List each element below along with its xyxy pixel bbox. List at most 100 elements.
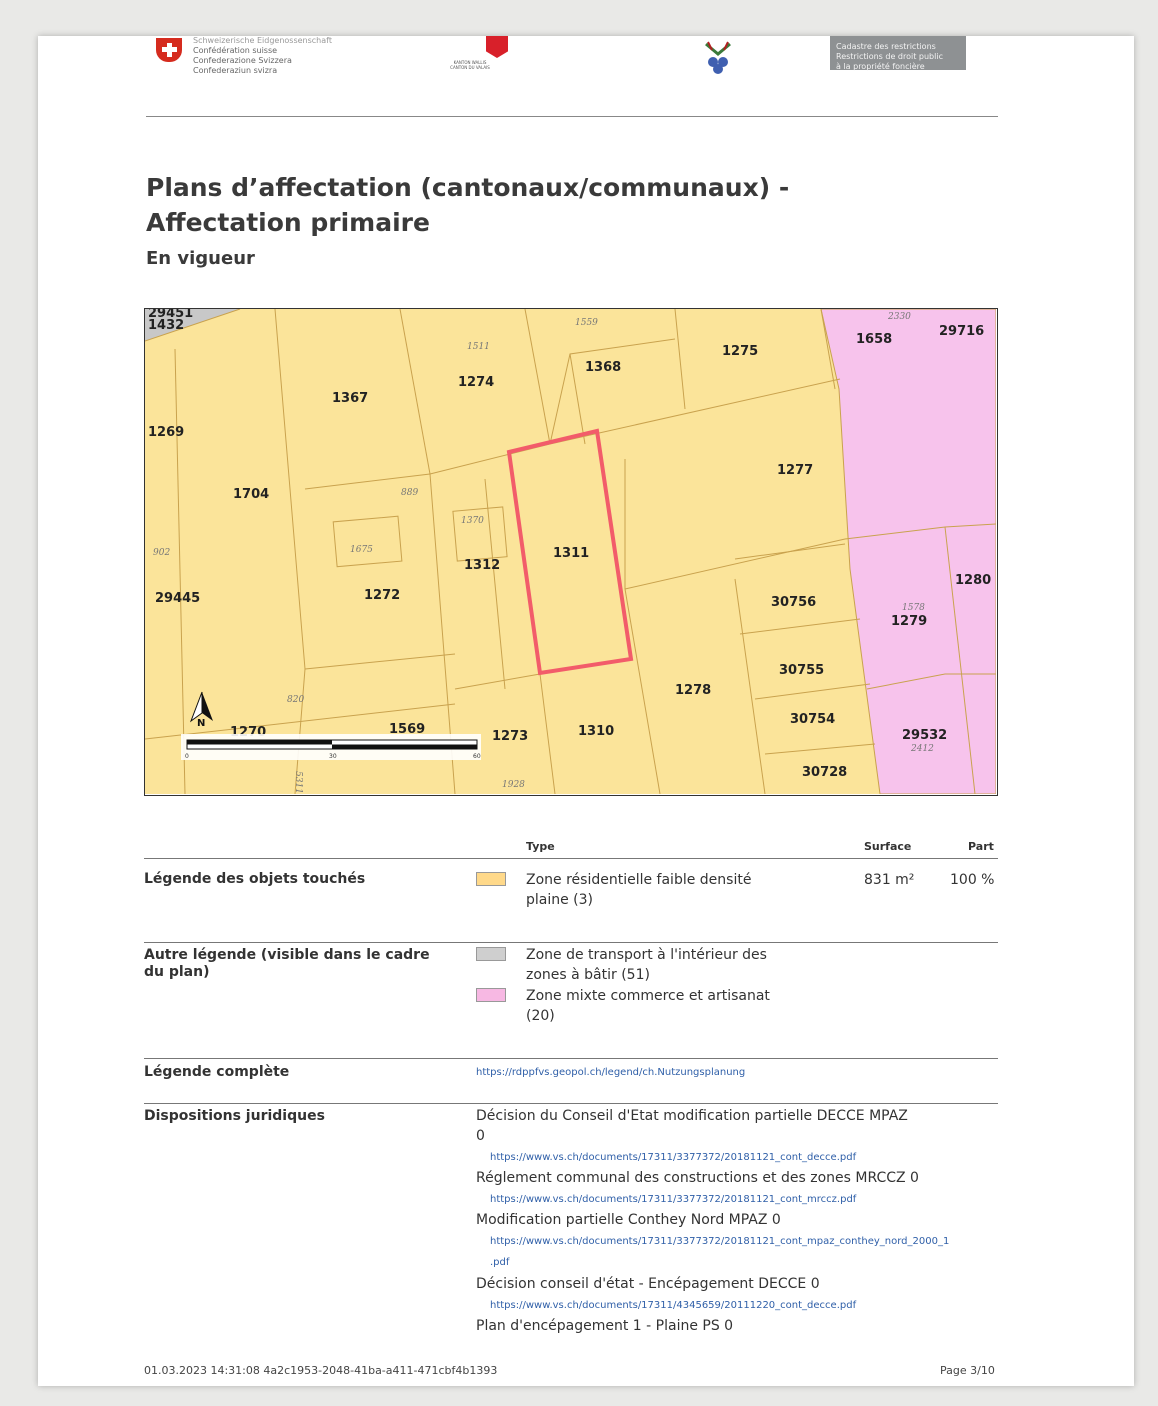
zoning-map[interactable]: .pl { stroke:#c9a24e; stroke-width:1; fi… [144,308,998,796]
complete-legend-link[interactable]: https://rdppfvs.geopol.ch/legend/ch.Nutz… [476,1067,746,1078]
north-arrow-icon: N [189,691,213,729]
building-number: 5311 [293,771,303,794]
parcel-lines [145,309,996,794]
commune-crest-icon [705,41,731,74]
swiss-flag-icon [156,38,182,62]
legal-link-3[interactable]: https://www.vs.ch/documents/17311/337737… [490,1236,950,1247]
parcel-number: 1280 [955,573,991,588]
parcel-number: 1272 [364,588,400,603]
legend-line: Zone mixte commerce et artisanat [526,988,770,1004]
title-line-1: Plans d’affectation (cantonaux/communaux… [146,173,790,202]
scale-label: 30 [329,753,337,760]
parcel-number: 29716 [939,324,984,339]
parcel-number: 1311 [553,546,589,561]
legend-line: zones à bâtir (51) [526,967,650,983]
parcel-number: 1310 [578,724,614,739]
legal-line: 0 [476,1128,485,1144]
legal-link-1[interactable]: https://www.vs.ch/documents/17311/337737… [490,1152,857,1163]
valais-logo-icon [486,36,508,58]
legal-item-4: Décision conseil d'état - Encépagement D… [476,1276,820,1292]
parcel-number: 30756 [771,595,816,610]
building-number: 1928 [502,780,525,790]
parcel-number: 1569 [389,722,425,737]
type-line: Zone résidentielle faible densité [526,872,752,888]
legal-item-5: Plan d'encépagement 1 - Plaine PS 0 [476,1318,734,1334]
confederation-text: Schweizerische Eidgenossenschaft Confédé… [193,36,332,76]
legal-provisions-label: Dispositions juridiques [144,1108,325,1124]
building-number: 902 [153,548,170,558]
scale-label: 0 [185,753,189,760]
legal-link-3-cont[interactable]: .pdf [490,1257,510,1268]
legal-item-2: Réglement communal des constructions et … [476,1170,919,1186]
building-number: 1511 [467,342,490,352]
parcel-number: 1274 [458,375,494,390]
canton-line: KANTON WALLIS [453,60,487,65]
mixed-zone [820,309,996,794]
title-line-2: Affectation primaire [146,208,430,237]
parcel-number: 1279 [891,614,927,629]
touched-part: 100 % [950,872,995,888]
conf-line: Confederazione Svizzera [193,56,292,65]
parcel-number: 30755 [779,663,824,678]
legal-link-2[interactable]: https://www.vs.ch/documents/17311/337737… [490,1194,857,1205]
rdppf-line: à la propriété foncière [836,62,925,71]
footer-timestamp: 01.03.2023 14:31:08 4a2c1953-2048-41ba-a… [144,1364,498,1377]
legal-link-4[interactable]: https://www.vs.ch/documents/17311/434565… [490,1300,857,1311]
building-number: 889 [401,488,418,498]
rdppf-logo: Cadastre des restrictions Restrictions d… [830,36,966,71]
legend-line: Zone de transport à l'intérieur des [526,947,767,963]
mixed-zone-swatch [476,988,506,1002]
parcel-number: 1278 [675,683,711,698]
parcel-number: 29451 [148,309,193,321]
label-line: du plan) [144,964,210,980]
building-number: 1559 [575,318,598,328]
parcel-number: 1367 [332,391,368,406]
mixed-zone-text: Zone mixte commerce et artisanat (20) [526,986,826,1026]
scale-label: 60 [473,753,481,760]
touched-legend-label: Légende des objets touchés [144,871,366,887]
parcel-number: 1273 [492,729,528,744]
building-number: 2412 [910,744,934,754]
parcel-number: 1269 [148,425,184,440]
parcel-number: 30728 [802,765,847,780]
legend-line: (20) [526,1008,555,1024]
parcel-number: 1368 [585,360,621,375]
page-subtitle: En vigueur [146,248,255,269]
touched-surface: 831 m² [864,872,915,888]
col-surface-header: Surface [864,840,912,853]
parcel-number: 1312 [464,558,500,573]
conf-line: Schweizerische Eidgenossenschaft [193,36,332,45]
table-divider [144,1058,998,1059]
other-legend-label: Autre légende (visible dans le cadre du … [144,947,464,981]
building-number: 820 [287,695,304,705]
table-divider [144,858,998,859]
parcel-number: 29445 [155,591,200,606]
residential-swatch [476,872,506,886]
rdppf-line: Restrictions de droit public [836,52,943,61]
scale-bar: 0 30 60 [181,734,481,760]
header-divider [146,116,998,117]
col-part-header: Part [968,840,994,853]
legal-item-3: Modification partielle Conthey Nord MPAZ… [476,1212,781,1228]
transport-zone-text: Zone de transport à l'intérieur des zone… [526,945,826,985]
canton-text: KANTON WALLIS CANTON DU VALAIS [442,60,498,70]
building-number: 1675 [350,545,373,555]
table-divider [144,942,998,943]
touched-type: Zone résidentielle faible densité plaine… [526,870,826,910]
transport-swatch [476,947,506,961]
parcel-number: 1704 [233,487,269,502]
legal-item-1: Décision du Conseil d'Etat modification … [476,1106,956,1146]
north-label: N [197,718,205,729]
parcel-number: 29532 [902,728,947,743]
building-number: 2330 [887,312,911,322]
building-number: 1578 [902,603,925,613]
parcel-number: 30754 [790,712,835,727]
highlighted-parcel-1311[interactable] [506,428,634,676]
legal-line: Décision du Conseil d'Etat modification … [476,1108,908,1124]
parcel-number: 1658 [856,332,892,347]
canton-line: CANTON DU VALAIS [450,65,490,70]
conf-line: Confederaziun svizra [193,66,278,75]
parcel-number: 1432 [148,318,184,333]
document-page: Schweizerische Eidgenossenschaft Confédé… [38,36,1134,1386]
building-number: 1370 [461,516,484,526]
